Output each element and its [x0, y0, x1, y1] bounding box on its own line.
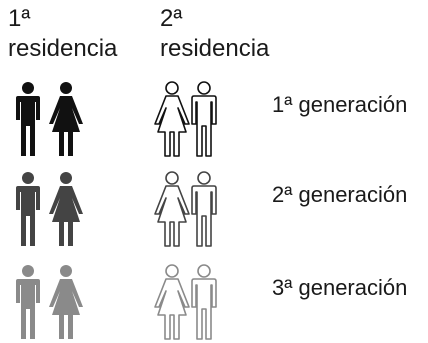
- man-outline-icon: [191, 264, 217, 340]
- man-icon: [16, 265, 40, 339]
- woman-icon: [49, 82, 83, 156]
- man-outline-icon: [191, 171, 217, 247]
- woman-icon: [49, 265, 83, 339]
- column-header-line: 2ª: [160, 5, 183, 32]
- man-icon: [16, 172, 40, 246]
- first-residence-couple: [8, 170, 108, 250]
- generation-row: 2ª generación: [0, 170, 428, 250]
- generation-row: 3ª generación: [0, 263, 428, 343]
- woman-icon: [49, 172, 83, 246]
- second-residence-couple: [148, 80, 248, 160]
- woman-outline-icon: [154, 264, 190, 340]
- column-header-second-residence: 2ª residencia: [160, 4, 269, 64]
- column-header-line: residencia: [8, 35, 118, 62]
- generation-row: 1ª generación: [0, 80, 428, 160]
- generation-label: 2ª generación: [272, 182, 408, 207]
- woman-outline-icon: [154, 81, 190, 157]
- column-header-line: 1ª: [8, 5, 31, 32]
- first-residence-couple: [8, 263, 108, 343]
- woman-outline-icon: [154, 171, 190, 247]
- generation-label: 1ª generación: [272, 92, 408, 117]
- second-residence-couple: [148, 263, 248, 343]
- generation-label: 3ª generación: [272, 275, 408, 300]
- second-residence-couple: [148, 170, 248, 250]
- first-residence-couple: [8, 80, 108, 160]
- column-header-line: residencia: [160, 35, 270, 62]
- column-header-first-residence: 1ª residencia: [8, 4, 117, 64]
- man-outline-icon: [191, 81, 217, 157]
- man-icon: [16, 82, 40, 156]
